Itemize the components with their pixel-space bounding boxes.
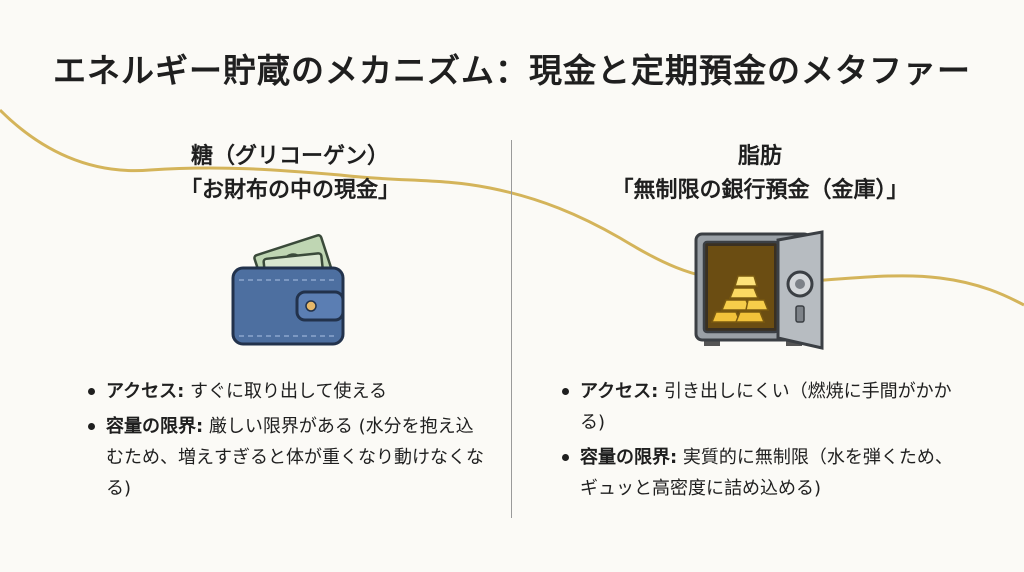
fat-heading: 脂肪 「無制限の銀行預金（金庫）」 [540,140,980,208]
list-item: アクセス: すぐに取り出して使える [88,376,488,407]
list-item: アクセス: 引き出しにくい（燃焼に手間がかかる) [562,376,962,438]
sugar-column: 糖（グリコーゲン） 「お財布の中の現金」 アクセス: すぐに取り出して使える 容… [70,140,510,508]
sugar-heading-line2: 「お財布の中の現金」 [179,178,400,203]
column-divider [511,140,512,518]
fat-heading-line2: 「無制限の銀行預金（金庫）」 [611,178,909,203]
list-item: 容量の限界: 厳しい限界がある (水分を抱え込むため、増えすぎると体が重くなり動… [88,411,488,504]
fat-heading-line1: 脂肪 [737,144,782,169]
fat-column: 脂肪 「無制限の銀行預金（金庫）」 アクセス: 引き出しにくい（燃焼に手間がかか… [540,140,980,508]
list-item: 容量の限界: 実質的に無制限（水を弾くため、ギュッと高密度に詰め込める) [562,442,962,504]
wallet-with-cash-icon [231,233,345,346]
page-title: エネルギー貯蔵のメカニズム：現金と定期預金のメタファー [53,51,971,90]
sugar-bullets: アクセス: すぐに取り出して使える 容量の限界: 厳しい限界がある (水分を抱え… [88,376,488,504]
sugar-heading-line1: 糖（グリコーゲン） [190,144,389,169]
sugar-heading: 糖（グリコーゲン） 「お財布の中の現金」 [70,140,510,208]
fat-bullets: アクセス: 引き出しにくい（燃焼に手間がかかる) 容量の限界: 実質的に無制限（… [562,376,962,504]
safe-with-gold-bars-icon [694,230,824,350]
